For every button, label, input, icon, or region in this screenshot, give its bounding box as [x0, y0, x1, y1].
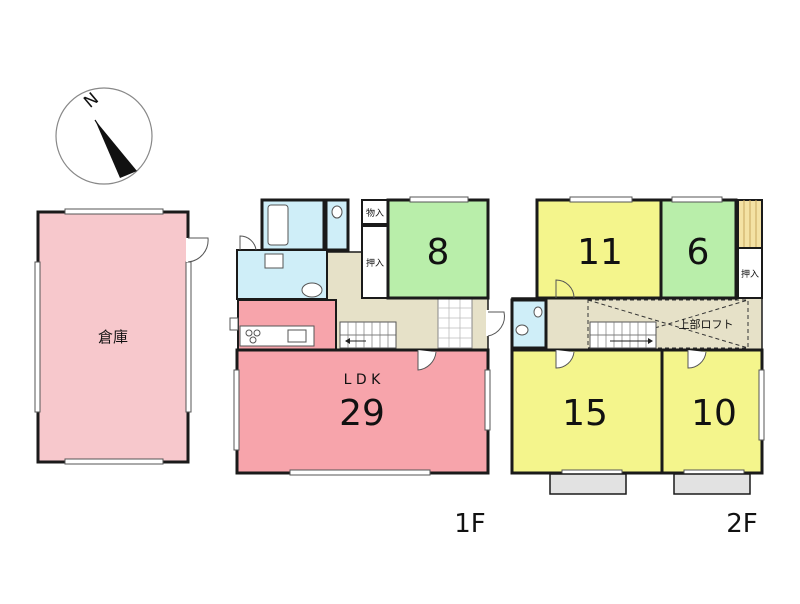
2f-room-sw-size: 15	[562, 393, 608, 434]
washroom-door-swing	[239, 235, 257, 251]
1f-ldk-window-left	[233, 369, 240, 451]
2f-balcony-right	[673, 473, 751, 495]
2f-toilet	[510, 298, 548, 350]
2f-room-sw-door-swing	[555, 350, 575, 369]
2f-loft: 上部ロフト	[587, 299, 749, 349]
2f-room-se-window-right	[758, 369, 765, 441]
kitchen-vent	[229, 317, 239, 331]
1f-oshiire	[361, 225, 389, 299]
2f-label: 2F	[726, 509, 758, 539]
1f-oshiire-label: 押入	[366, 257, 384, 269]
1f-toilet	[324, 198, 350, 252]
2f-room-nw-size: 11	[577, 232, 623, 273]
storage-window-left	[34, 261, 41, 413]
2f-oshiire-label: 押入	[741, 268, 759, 280]
storage-window-bottom	[64, 458, 164, 465]
2f-room-ne	[659, 198, 738, 300]
storage-window-top	[64, 208, 164, 215]
ldk-door-swing	[417, 350, 437, 371]
1f-toilet-icon	[331, 205, 343, 219]
1f-entrance-tiles	[437, 297, 473, 349]
2f-sink-icon	[533, 306, 543, 318]
washbasin-icon	[264, 253, 284, 269]
stove-burner-icon-3	[249, 336, 257, 344]
2f-room-nw-door-swing	[555, 279, 575, 299]
stove-burner-icon-2	[253, 329, 261, 337]
storage-door-swing	[187, 237, 209, 263]
1f-japanese-room-window	[409, 196, 469, 203]
1f-ldk-window-right	[484, 369, 491, 431]
compass: N	[55, 87, 153, 185]
2f-balcony-left	[549, 473, 627, 495]
2f-room-se-size: 10	[691, 393, 737, 434]
2f-loft-label: 上部ロフト	[679, 317, 734, 331]
2f-room-ne-window	[671, 196, 723, 203]
2f-oshiire	[737, 247, 763, 299]
stove-burner-icon	[245, 329, 253, 337]
sink-icon	[287, 329, 307, 343]
2f-room-nw-window	[569, 196, 633, 203]
storage-window-right	[185, 261, 192, 413]
1f-label: 1F	[454, 509, 486, 539]
1f-ldk-window-bottom	[289, 469, 431, 476]
2f-room-se	[660, 348, 764, 475]
2f-toilet-icon	[515, 324, 529, 336]
floor-2f: 上部ロフト 11 6	[510, 196, 765, 539]
2f-room-nw	[535, 198, 663, 300]
north-arrow-icon	[95, 120, 137, 178]
1f-stairs	[339, 321, 397, 349]
2f-stairs	[589, 321, 657, 349]
2f-room-ne-size: 6	[687, 232, 710, 273]
1f-japanese-room-size: 8	[427, 232, 450, 273]
1f-entrance-door-swing	[487, 311, 505, 337]
floor-1f: 物入 押入 8 L D K 29 1F	[229, 196, 505, 539]
1f-entrance-door-gap	[486, 310, 492, 336]
1f-ldk-label: L D K	[344, 372, 381, 388]
north-arrow-line	[94, 119, 122, 161]
bathtub-icon	[267, 204, 289, 246]
washing-machine-icon	[301, 282, 323, 298]
1f-ldk-size: 29	[339, 393, 385, 434]
storage-door-gap	[186, 238, 192, 262]
storage-label: 倉庫	[98, 328, 128, 346]
1f-japanese-room	[386, 198, 490, 300]
2f-room-se-door-swing	[687, 350, 707, 369]
2f-closet-shelf	[737, 199, 763, 249]
1f-storage-closet-label: 物入	[366, 207, 384, 219]
storage-building: 倉庫	[34, 208, 209, 465]
